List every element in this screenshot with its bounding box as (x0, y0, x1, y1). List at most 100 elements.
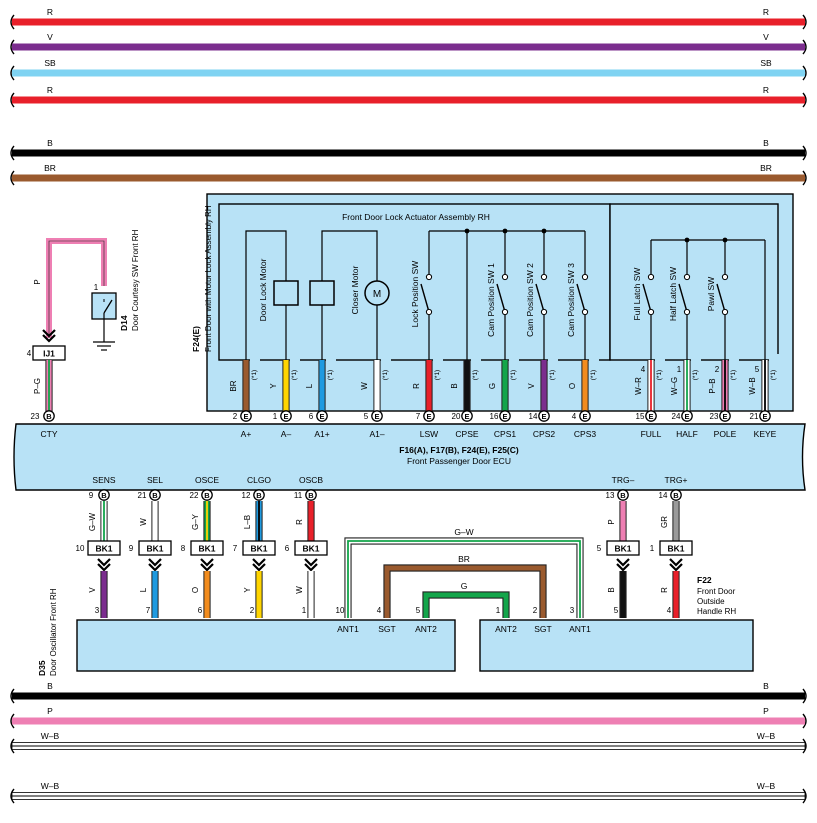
handle-name-line-3: Handle RH (697, 607, 736, 616)
actuator-wire-cps1-code: G (488, 383, 497, 389)
actuator-wire-cps3-code: O (568, 383, 577, 389)
actuator-wire-keye-upper-pin: 5 (755, 365, 760, 374)
osc-sens-ecu-terminal: SENS (92, 475, 115, 485)
actuator-wire-cpse-note: (*1) (472, 370, 479, 380)
osc-ant-terminal-2: ANT2 (415, 624, 437, 634)
actuator-wire-a-note-bg (250, 354, 260, 394)
ecu-pin-cps3-letter: E (582, 412, 587, 421)
handle-trg-upper-code: P (607, 519, 616, 524)
actuator-wire-pole-note-bg (729, 354, 739, 394)
actuator-wire-cps1-note-bg (509, 354, 519, 394)
actuator-wire-cps3 (581, 360, 589, 412)
osc-sel-upper-wire (151, 501, 159, 541)
osc-clgo-lower-wire (255, 571, 263, 618)
ecu-pin-a1 (371, 410, 383, 422)
actuator-wire-a-note-bg (290, 354, 300, 394)
osc-osce-lower-code: O (191, 587, 200, 593)
ecu-pin-a-number: 2 (233, 412, 238, 421)
door-lock-motor-icon (273, 280, 299, 306)
actuator-wire-pole-note: (*1) (730, 370, 737, 380)
handle-ant-terminal-0: ANT2 (495, 624, 517, 634)
osc-clgo-upper-wire (255, 501, 263, 541)
top-rail-2-right-bracket (802, 65, 807, 81)
osc-sel-upper-wire-core (152, 501, 158, 541)
top-rail-1-right-bracket (802, 39, 807, 55)
osc-sens-lower-wire-core (101, 571, 107, 618)
top-rail-0-right-bracket (802, 14, 807, 30)
osc-oscb-ecu-terminal: OSCB (299, 475, 323, 485)
cam-position-sw-2-contact-top (540, 273, 548, 281)
ecu-pin-a (280, 410, 292, 422)
ecu-pin-a-letter: E (283, 412, 288, 421)
actuator-name: Front Door with Motor Lock Assembly RH (204, 205, 213, 352)
ecu-pin-cpse-number: 20 (452, 412, 461, 421)
handle-trg-ecu-terminal: TRG+ (665, 475, 688, 485)
bottom-rail-1-label-right: P (763, 706, 769, 716)
courtesy-wire-bottom (45, 360, 53, 412)
osc-osce-device-pin: 6 (198, 606, 203, 615)
osc-oscb-junction-pin: 6 (285, 544, 290, 553)
lower-layer: SENSB9G–WBK110V3SENSSELB21WBK19L7SELOSCE… (37, 475, 754, 676)
top-rail-0-left-bracket (10, 14, 15, 30)
bottom-rail-3-left-bracket (10, 788, 15, 804)
osc-ant-pin-0: 10 (336, 606, 345, 615)
handle-name-line-2: Outside (697, 597, 725, 606)
top-rail-0-line (12, 18, 805, 26)
actuator-wire-keye-stripe (764, 360, 766, 412)
osc-osce-lower-wire (203, 571, 211, 618)
bottom-rail-0-label-left: B (47, 681, 53, 691)
osc-osce-upper-wire (203, 501, 211, 541)
bridge-sgt-core (384, 565, 546, 618)
actuator-wire-cpse-code: B (450, 383, 459, 388)
bridge-antenna-1-stripe (347, 540, 581, 618)
osc-osce-lower-wire-core (204, 571, 210, 618)
top-rail-2-label-left: SB (44, 58, 56, 68)
osc-osce-ecu-pin-letter: B (204, 491, 210, 500)
ecu-pin-a1-number: 6 (309, 412, 314, 421)
handle-box (479, 619, 754, 672)
handle-ant-terminal-2: ANT1 (569, 624, 591, 634)
actuator-wire-a-core (243, 360, 249, 412)
bottom-rail-1-label-left: P (47, 706, 53, 716)
actuator-wire-cps2-note: (*1) (549, 370, 556, 380)
bottom-rail-3-right-bracket (802, 788, 807, 804)
full-latch-sw-blade (642, 283, 652, 313)
actuator-wire-cps1-core (502, 360, 508, 412)
actuator-wire-full-note-bg (655, 354, 665, 394)
ecu-pin-cps2-number: 14 (529, 412, 538, 421)
osc-sel-junction-pin: 9 (129, 544, 134, 553)
top-rail-3-line (12, 96, 805, 104)
ecu-pin-cps1-terminal: CPS1 (494, 429, 516, 439)
top-rail-0-label-left: R (47, 7, 53, 17)
actuator-wire-full (647, 360, 655, 412)
top-rail-2-label-right: SB (760, 58, 772, 68)
cam-position-sw-3-blade (576, 283, 586, 313)
bottom-rail-3-label-left: W–B (41, 781, 60, 791)
handle-trg-junction (659, 540, 693, 556)
actuator-wire-cps1-note: (*1) (510, 370, 517, 380)
osc-sel-junction (138, 540, 172, 556)
lock-position-sw-label: Lock Position SW (410, 261, 420, 328)
ecu-pin-a-terminal: A– (281, 429, 292, 439)
actuator-wire-a-code: Y (269, 383, 278, 389)
osc-sens-junction (87, 540, 121, 556)
cam-position-sw-3-contact-top (581, 273, 589, 281)
actuator-wire-half-code: W–G (670, 377, 679, 395)
bottom-rail-1-right-bracket (802, 713, 807, 729)
ecu-pin-cps1-letter: E (502, 412, 507, 421)
bottom-rail-2-label-left: W–B (41, 731, 60, 741)
courtesy-chevron (42, 329, 56, 343)
osc-sel-ecu-pin-number: 21 (138, 491, 147, 500)
half-latch-sw-contact-top (683, 273, 691, 281)
handle-trg-ecu-terminal: TRG– (612, 475, 635, 485)
ecu-connectors: F16(A), F17(B), F24(E), F25(C) (399, 445, 519, 455)
cam-position-sw-1-contact-bottom (501, 308, 509, 316)
handle-trg-junction-label: BK1 (667, 544, 684, 554)
actuator-wire-cpse (463, 360, 471, 412)
actuator-wire-a-code: BR (229, 380, 238, 391)
ecu-pin-cps3 (579, 410, 591, 422)
